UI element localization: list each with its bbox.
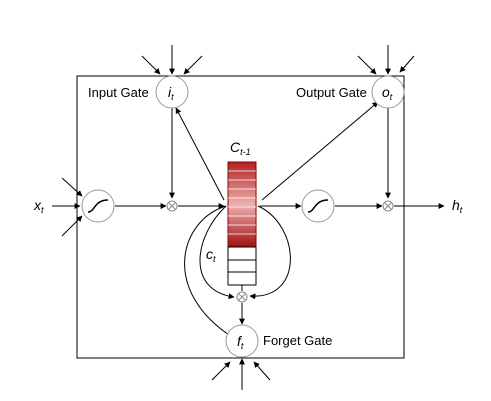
output-gate-incoming-arrows [357, 45, 415, 75]
output-symbol: ht [452, 197, 463, 215]
input-gate-symbol: it [168, 84, 174, 102]
output-gate-node [371, 75, 405, 109]
input-squash-node [81, 189, 115, 223]
output-squash-node [301, 189, 335, 223]
input-gate-label: Input Gate [88, 85, 149, 100]
cell-current-symbol: ct [206, 246, 216, 264]
forget-gate-node [225, 324, 259, 358]
memory-cell [227, 161, 257, 286]
input-multiply-node [166, 200, 178, 212]
input-gate-node [155, 75, 189, 109]
input-symbol: xt [33, 197, 44, 215]
gate-connection-lines [169, 101, 391, 201]
cell-prev-symbol: Ct-1 [230, 139, 251, 157]
output-gate-label: Output Gate [296, 85, 367, 100]
input-squash-incoming-arrows [52, 177, 83, 237]
forget-gate-symbol: ft [237, 333, 244, 351]
forget-gate-label: Forget Gate [263, 333, 332, 348]
output-multiply-node [382, 200, 394, 212]
cell-loop-lines [184, 205, 291, 338]
forget-gate-incoming-arrows [211, 358, 271, 390]
output-gate-symbol: ot [382, 84, 393, 102]
input-gate-incoming-arrows [141, 45, 203, 75]
forget-multiply-node [236, 291, 248, 303]
